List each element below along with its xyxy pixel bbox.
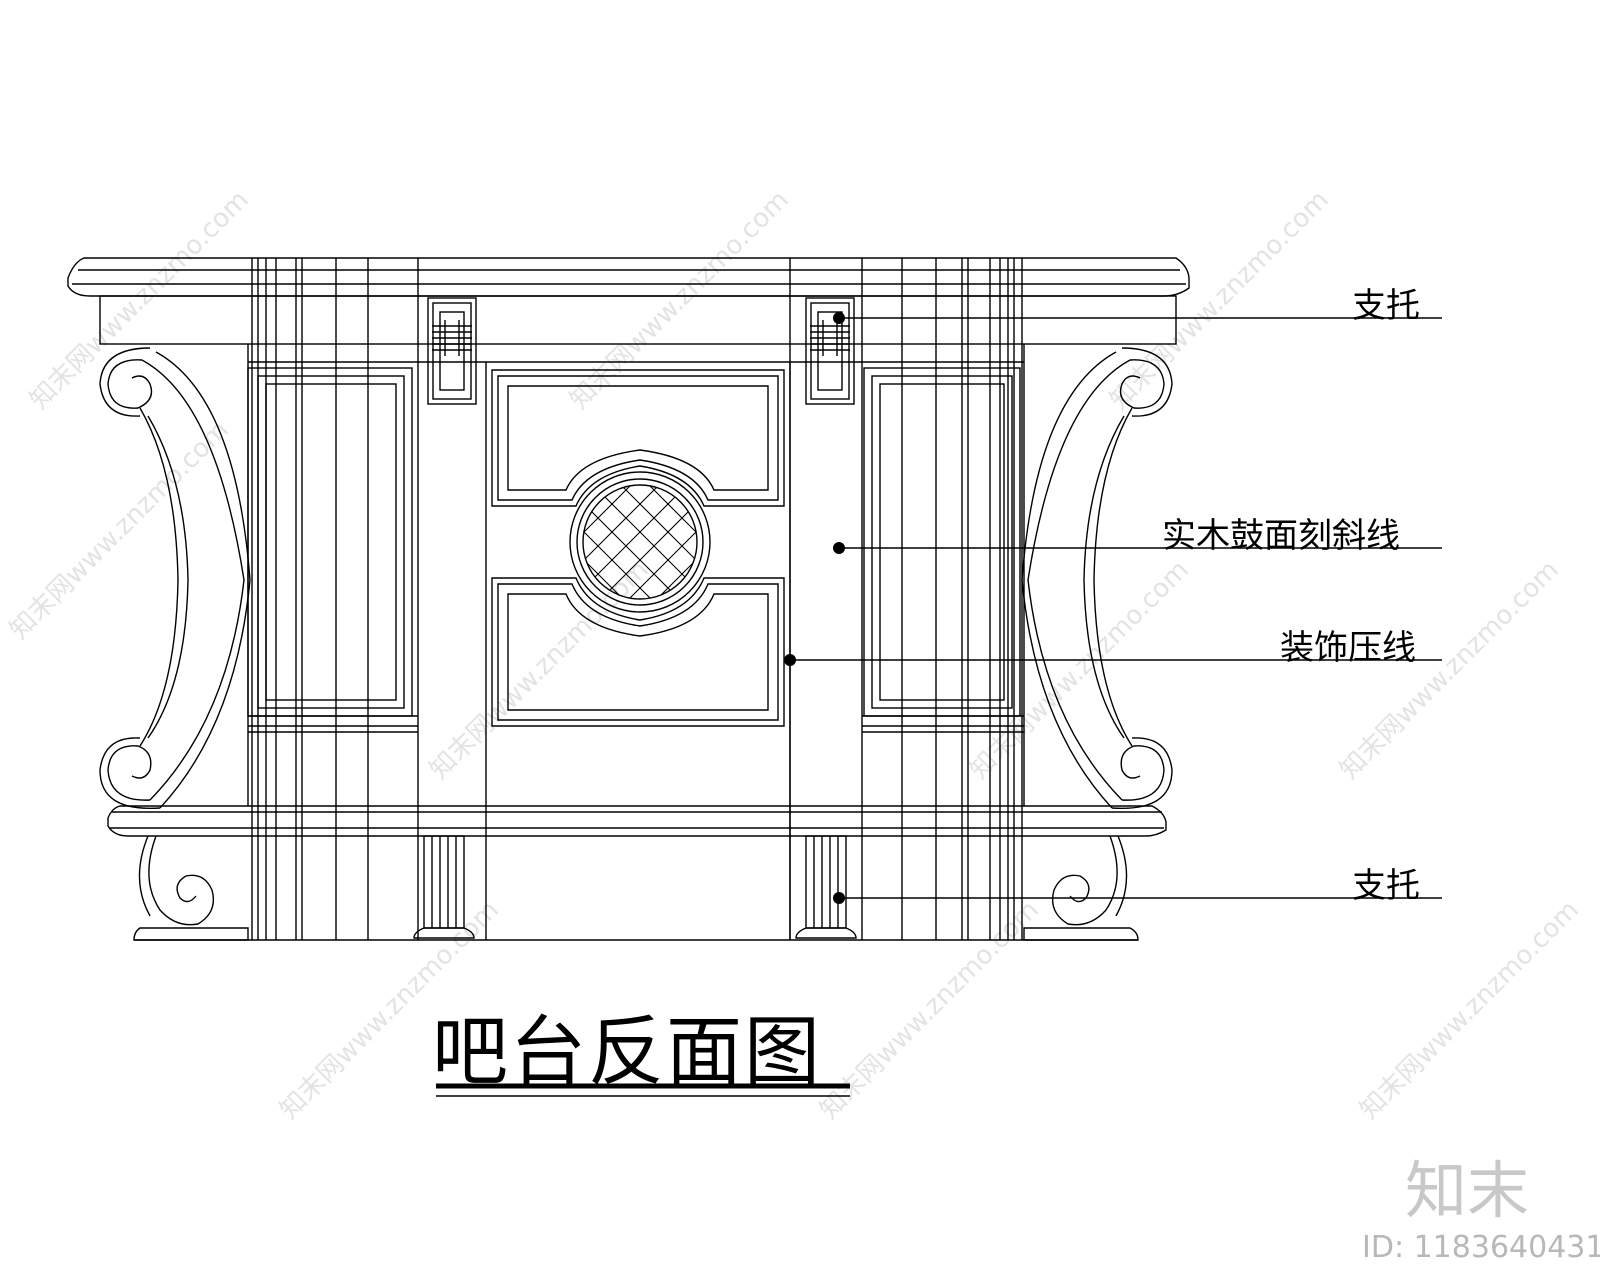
- left-fluted-lines: [251, 258, 419, 940]
- callout-dot: [784, 654, 796, 666]
- small-bracket-right: [805, 297, 855, 405]
- callout-dot: [833, 542, 845, 554]
- right-scroll-foot: [1023, 835, 1139, 941]
- callout-label-support-bottom: 支托: [1352, 866, 1420, 906]
- countertop: [67, 257, 1190, 345]
- right-side-panel: [862, 367, 1024, 733]
- callout-leaders: [784, 312, 1442, 904]
- right-scroll-bracket: [1021, 347, 1173, 810]
- left-side-panel: [247, 367, 418, 733]
- lower-column-left: [413, 835, 475, 939]
- drawing-title: 吧台反面图: [432, 1007, 822, 1096]
- callout-label-molding: 装饰压线: [1280, 628, 1416, 668]
- watermark-logo: 知末: [1405, 1154, 1530, 1227]
- cabinet-body: [247, 344, 1025, 806]
- base-plinth: [107, 805, 1167, 837]
- callout-label-support-top: 支托: [1352, 286, 1420, 326]
- callout-label-drum-face: 实木鼓面刻斜线: [1162, 516, 1400, 556]
- drum-face-medallion: [569, 471, 711, 613]
- right-fluted-lines: [789, 258, 1023, 940]
- left-scroll-foot: [133, 835, 249, 941]
- callout-dot: [833, 892, 845, 904]
- central-upper-panel: [491, 369, 785, 507]
- title-underline: [436, 1083, 850, 1097]
- small-bracket-left: [427, 297, 477, 405]
- central-lower-panel: [491, 577, 785, 727]
- lower-column-right: [795, 835, 857, 939]
- left-scroll-bracket: [99, 347, 251, 810]
- watermark-id: ID: 1183640431: [1362, 1230, 1600, 1265]
- callout-dot: [833, 312, 845, 324]
